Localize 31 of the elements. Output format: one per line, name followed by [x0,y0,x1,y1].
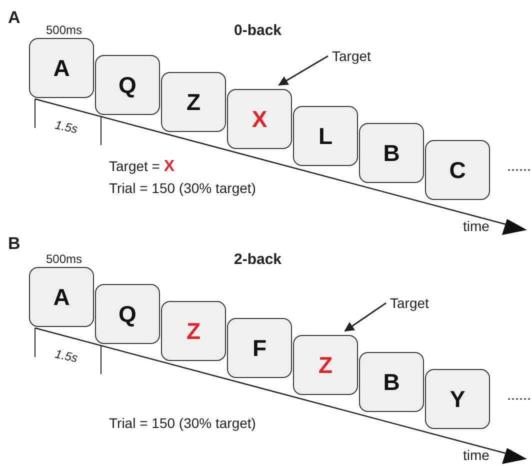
stimulus-card: Z [293,335,358,395]
stimulus-card: Z [161,301,226,361]
axis-label: time [463,218,490,234]
duration-label: 500ms [46,23,82,37]
leader-arrow [344,302,386,332]
target-rule: Target = X [109,158,175,176]
trial-info: Trial = 150 (30% target) [109,180,256,196]
stimulus-card: Y [425,369,490,429]
panel-title: 0-back [234,22,282,39]
duration-label: 1.5s [54,118,79,136]
stimulus-card: Q [95,284,160,344]
leader-arrow [278,55,328,86]
panel-letter: A [8,8,20,28]
panel-title: 2-back [234,251,282,268]
target-label: Target [332,48,371,64]
stimulus-card: B [359,123,424,183]
target-label: Target [390,295,429,311]
stimulus-card: A [29,38,94,98]
trial-info: Trial = 150 (30% target) [109,415,256,431]
stimulus-card: Q [95,55,160,115]
duration-label: 1.5s [54,346,79,366]
duration-label: 500ms [46,252,82,266]
stimulus-card: A [29,267,94,327]
stimulus-card: B [359,352,424,412]
stimulus-card: L [293,106,358,166]
stimulus-card: Z [161,72,226,132]
stimulus-card: F [227,318,292,378]
stimulus-card: C [425,140,490,200]
axis-label: time [463,447,490,463]
panel-letter: B [8,234,20,254]
stimulus-card: X [227,89,292,149]
